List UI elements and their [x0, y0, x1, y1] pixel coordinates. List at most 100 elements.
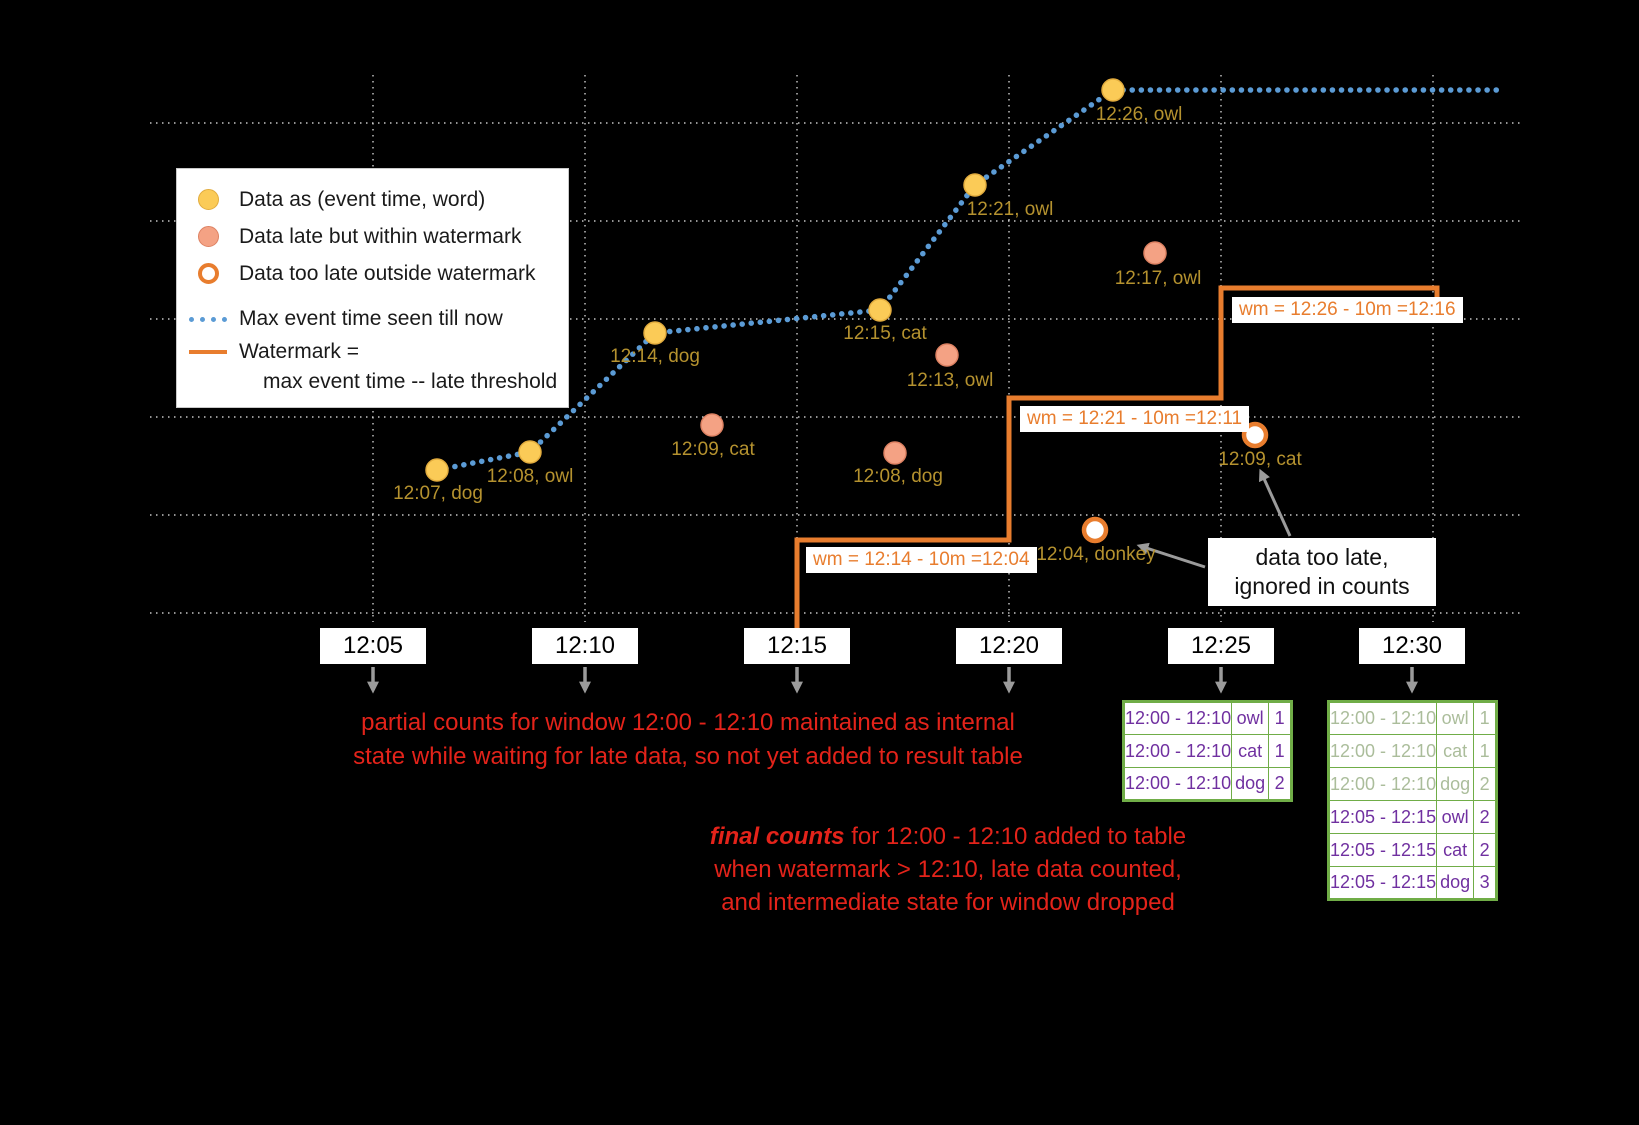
result-cell-count: 2	[1473, 833, 1498, 867]
legend-watermark-formula: max event time -- late threshold	[263, 370, 558, 393]
data-point-label: 12:08, dog	[853, 466, 943, 487]
result-cell-window: 12:00 - 12:10	[1122, 701, 1233, 735]
late-data-point	[700, 413, 724, 437]
annotation-line: final counts for 12:00 - 12:10 added to …	[698, 820, 1198, 853]
partial-counts-annotation: partial counts for window 12:00 - 12:10 …	[320, 706, 1056, 774]
solid-line-icon	[177, 349, 239, 354]
on-time-data-point	[425, 458, 449, 482]
axis-tick-12-30: 12:30	[1359, 628, 1465, 664]
too-late-pointer-arrow	[1136, 542, 1206, 569]
result-cell-count: 1	[1473, 701, 1498, 735]
dotted-line-icon	[177, 316, 239, 322]
axis-tick-12-10: 12:10	[532, 628, 638, 664]
late-data-point	[883, 441, 907, 465]
on-time-dot-icon	[177, 189, 239, 210]
axis-tick-12-05: 12:05	[320, 628, 426, 664]
axis-tick-12-20: 12:20	[956, 628, 1062, 664]
result-cell-count: 3	[1473, 866, 1498, 900]
on-time-data-point	[643, 321, 667, 345]
too-late-data-point	[1081, 516, 1109, 544]
result-cell-word: dog	[1436, 866, 1475, 900]
watermark-value-label: wm = 12:21 - 10m =12:11	[1020, 406, 1250, 432]
final-counts-annotation: final counts for 12:00 - 12:10 added to …	[698, 820, 1198, 919]
legend-label: Data too late outside watermark	[239, 261, 536, 285]
data-point-label: 12:09, cat	[1218, 449, 1302, 470]
watermark-line	[794, 285, 1440, 630]
legend-item-max-event-time: Max event time seen till now	[177, 302, 568, 336]
result-cell-window: 12:05 - 12:15	[1327, 833, 1438, 867]
on-time-data-point	[868, 298, 892, 322]
annotation-line: state while waiting for late data, so no…	[353, 743, 1023, 770]
on-time-data-point	[518, 440, 542, 464]
too-late-note: data too late, ignored in counts	[1208, 538, 1436, 606]
on-time-data-point	[963, 173, 987, 197]
result-cell-word: owl	[1436, 800, 1475, 834]
result-cell-word: owl	[1436, 701, 1475, 735]
late-data-point	[1143, 241, 1167, 265]
result-cell-word: owl	[1231, 701, 1270, 735]
legend-label: Data as (event time, word)	[239, 187, 486, 211]
data-point-label: 12:14, dog	[610, 346, 700, 367]
late-data-point	[935, 343, 959, 367]
too-late-ring-icon	[177, 263, 239, 284]
result-cell-window: 12:00 - 12:10	[1327, 767, 1438, 801]
axis-tick-12-15: 12:15	[744, 628, 850, 664]
legend-item-too-late: Data too late outside watermark	[177, 255, 568, 292]
result-cell-window: 12:00 - 12:10	[1122, 767, 1233, 801]
result-cell-count: 2	[1268, 767, 1293, 801]
data-point-label: 12:08, owl	[486, 466, 574, 487]
data-point-label: 12:04, donkey	[1036, 544, 1156, 565]
data-point-label: 12:26, owl	[1095, 104, 1183, 125]
result-cell-count: 1	[1268, 701, 1293, 735]
annotation-text: for 12:00 - 12:10 added to table	[844, 823, 1187, 850]
too-late-pointer-arrow	[1259, 468, 1292, 537]
data-point-label: 12:21, owl	[966, 199, 1054, 220]
axis-tick-12-25: 12:25	[1168, 628, 1274, 664]
annotation-line: partial counts for window 12:00 - 12:10 …	[361, 709, 1015, 736]
result-cell-word: dog	[1231, 767, 1270, 801]
result-cell-count: 1	[1268, 734, 1293, 768]
result-cell-window: 12:00 - 12:10	[1327, 701, 1438, 735]
legend-label: Watermark =	[239, 339, 359, 363]
data-point-label: 12:15, cat	[843, 323, 927, 344]
final-counts-emphasis: final counts	[709, 823, 845, 850]
result-cell-window: 12:00 - 12:10	[1327, 734, 1438, 768]
result-cell-word: cat	[1231, 734, 1270, 768]
late-dot-icon	[177, 226, 239, 247]
annotation-line: and intermediate state for window droppe…	[721, 889, 1175, 916]
note-line: data too late,	[1255, 544, 1389, 570]
data-point-label: 12:07, dog	[393, 483, 483, 504]
result-cell-count: 1	[1473, 734, 1498, 768]
result-cell-window: 12:05 - 12:15	[1327, 800, 1438, 834]
result-cell-word: cat	[1436, 734, 1475, 768]
legend-item-watermark: Watermark =	[177, 336, 568, 367]
legend-item-on-time: Data as (event time, word)	[177, 181, 568, 218]
data-point-label: 12:17, owl	[1114, 268, 1202, 289]
data-point-label: 12:13, owl	[906, 370, 994, 391]
watermark-value-label: wm = 12:26 - 10m =12:16	[1232, 297, 1463, 323]
result-cell-window: 12:00 - 12:10	[1122, 734, 1233, 768]
legend-item-late: Data late but within watermark	[177, 218, 568, 255]
watermark-value-label: wm = 12:14 - 10m =12:04	[806, 547, 1037, 573]
note-line: ignored in counts	[1234, 573, 1410, 599]
on-time-data-point	[1101, 78, 1125, 102]
too-late-data-point	[1241, 421, 1269, 449]
legend-label: Data late but within watermark	[239, 224, 522, 248]
legend: Data as (event time, word) Data late but…	[176, 168, 569, 408]
data-point-label: 12:09, cat	[671, 439, 755, 460]
result-cell-window: 12:05 - 12:15	[1327, 866, 1438, 900]
result-cell-word: dog	[1436, 767, 1475, 801]
